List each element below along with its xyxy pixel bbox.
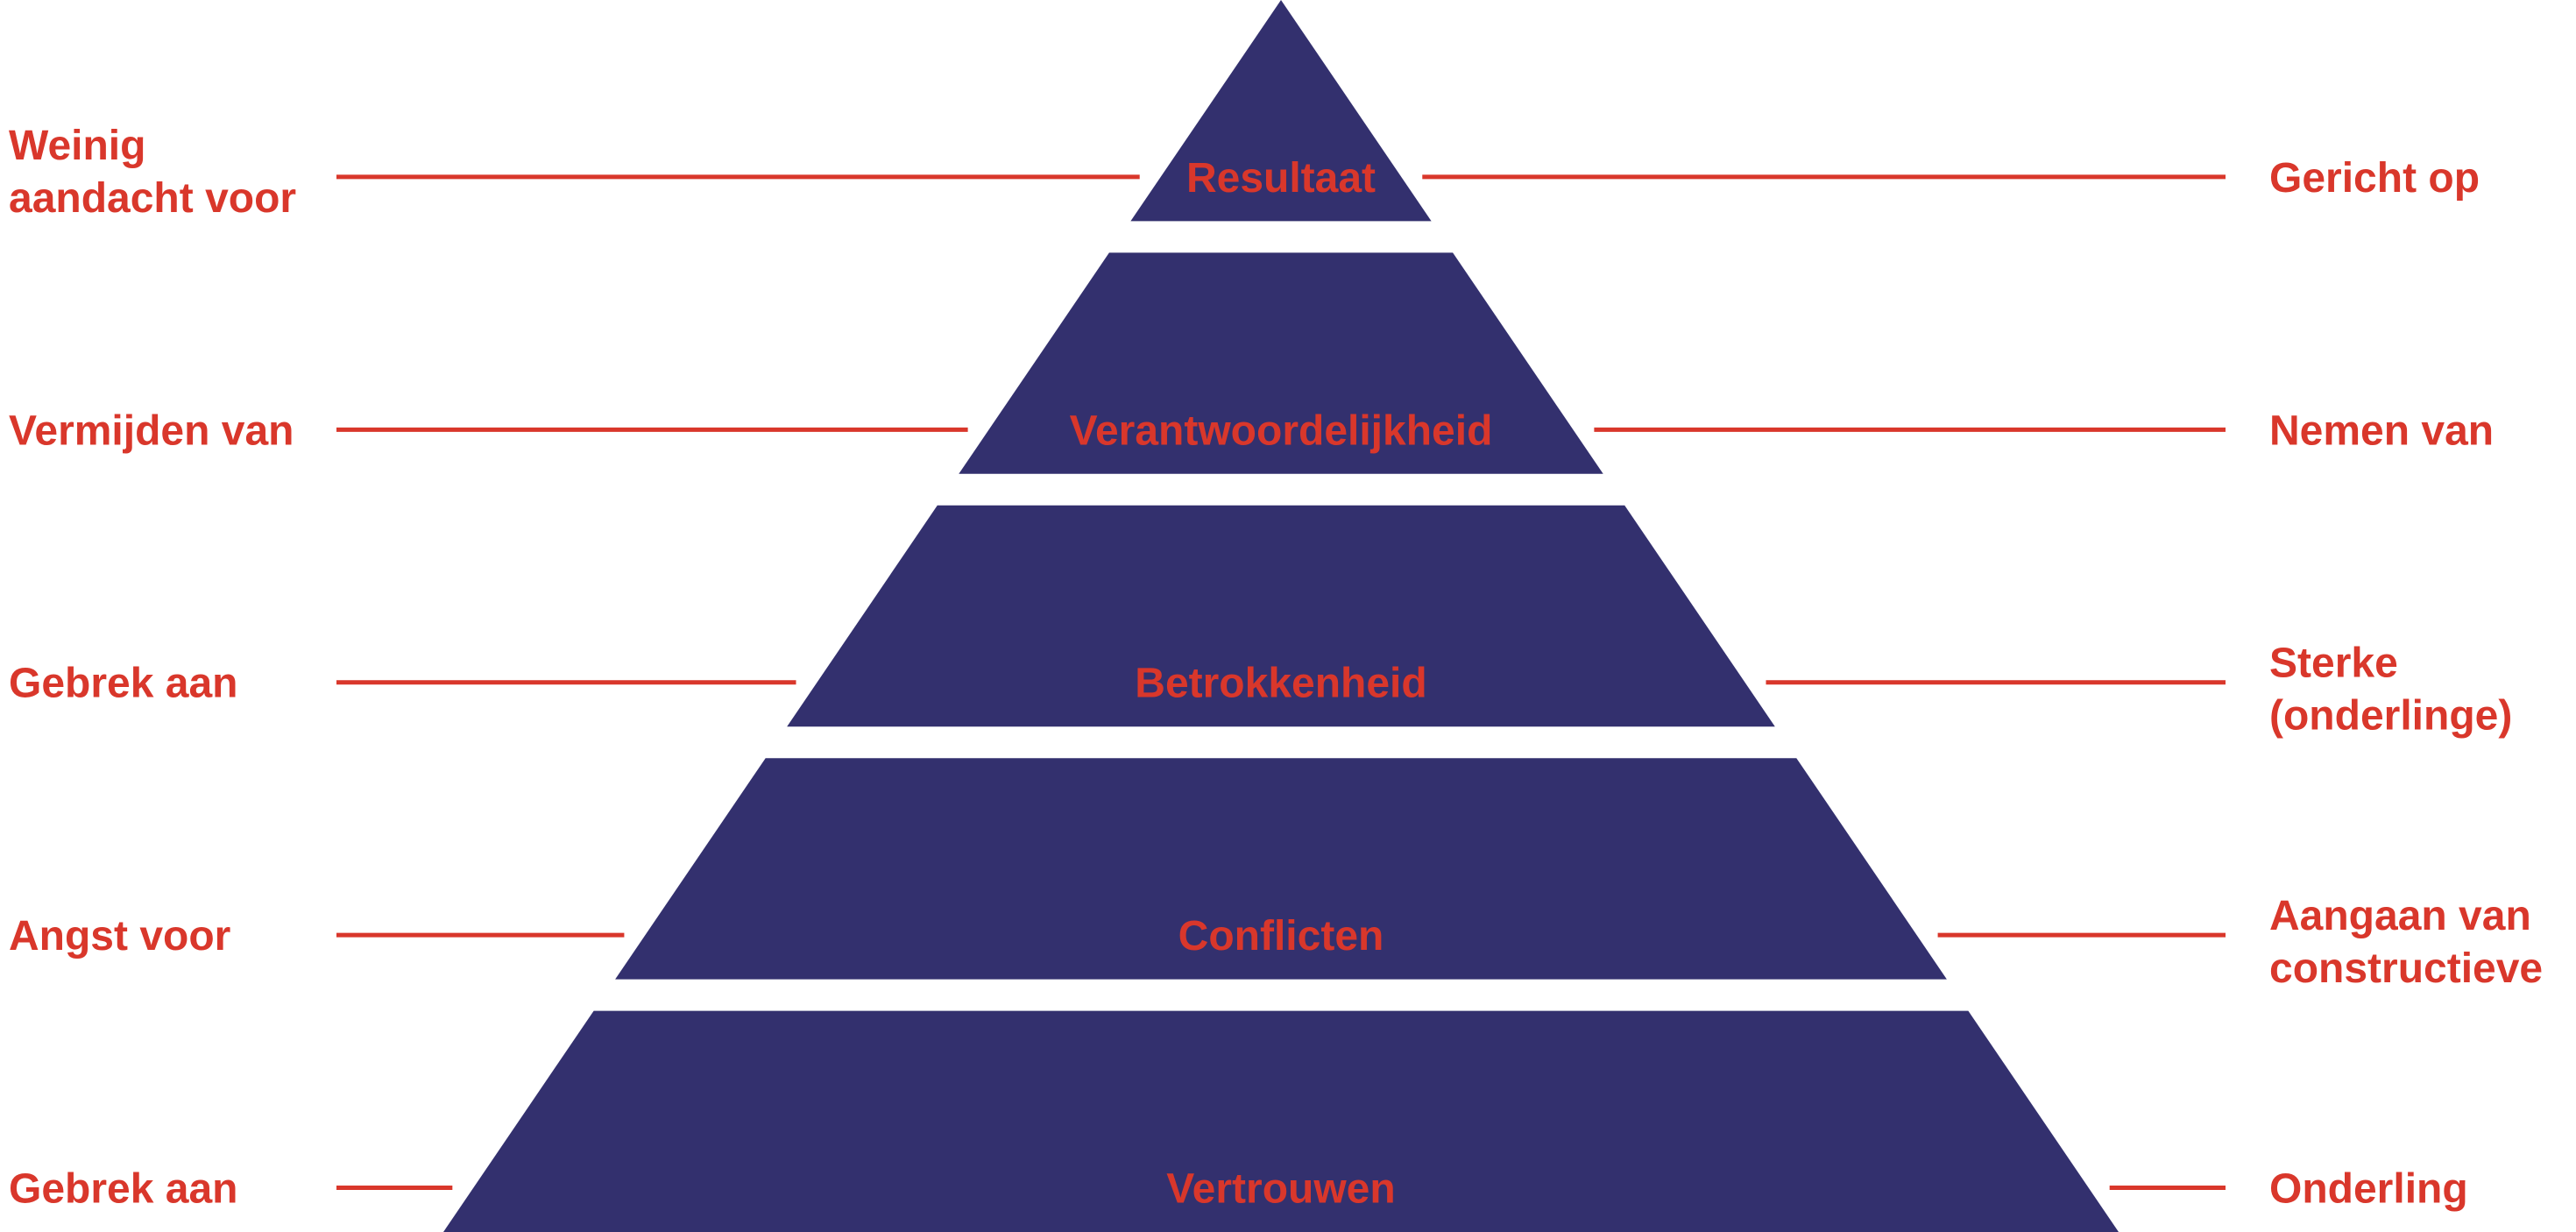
tier-label: Vertrouwen xyxy=(1166,1166,1395,1213)
right-label-line: Onderling xyxy=(2269,1166,2468,1213)
pyramid-tiers xyxy=(443,0,2119,1232)
left-label-line: Vermijden van xyxy=(9,407,294,454)
left-label-line: Weinig xyxy=(9,123,145,169)
connector-lines xyxy=(336,174,2226,1191)
pyramid-tier-4 xyxy=(615,758,1947,980)
labels: Resultaat Weinig aandacht voor Gericht op Ve… xyxy=(9,123,2543,1213)
left-label-line: Gebrek aan xyxy=(9,661,237,707)
right-label-line: Sterke xyxy=(2269,641,2398,687)
tier-label: Conflicten xyxy=(1178,913,1384,959)
pyramid-tier-5 xyxy=(443,1010,2119,1232)
left-label-line: Gebrek aan xyxy=(9,1166,237,1213)
pyramid-tier-3 xyxy=(787,505,1775,727)
tier-label: Betrokkenheid xyxy=(1135,661,1426,707)
pyramid-tier-1 xyxy=(1130,0,1432,222)
right-label-line: constructieve xyxy=(2269,945,2543,992)
tier-label: Verantwoordelijkheid xyxy=(1070,407,1493,454)
tier-label: Resultaat xyxy=(1186,155,1376,202)
right-label-line: Nemen van xyxy=(2269,407,2494,454)
right-label-line: Aangaan van xyxy=(2269,893,2531,939)
right-label-line: Gericht op xyxy=(2269,155,2480,202)
pyramid-tier-2 xyxy=(959,252,1603,474)
right-label-line: (onderlinge) xyxy=(2269,693,2512,740)
left-label-line: aandacht voor xyxy=(9,175,296,222)
left-label-line: Angst voor xyxy=(9,913,230,959)
